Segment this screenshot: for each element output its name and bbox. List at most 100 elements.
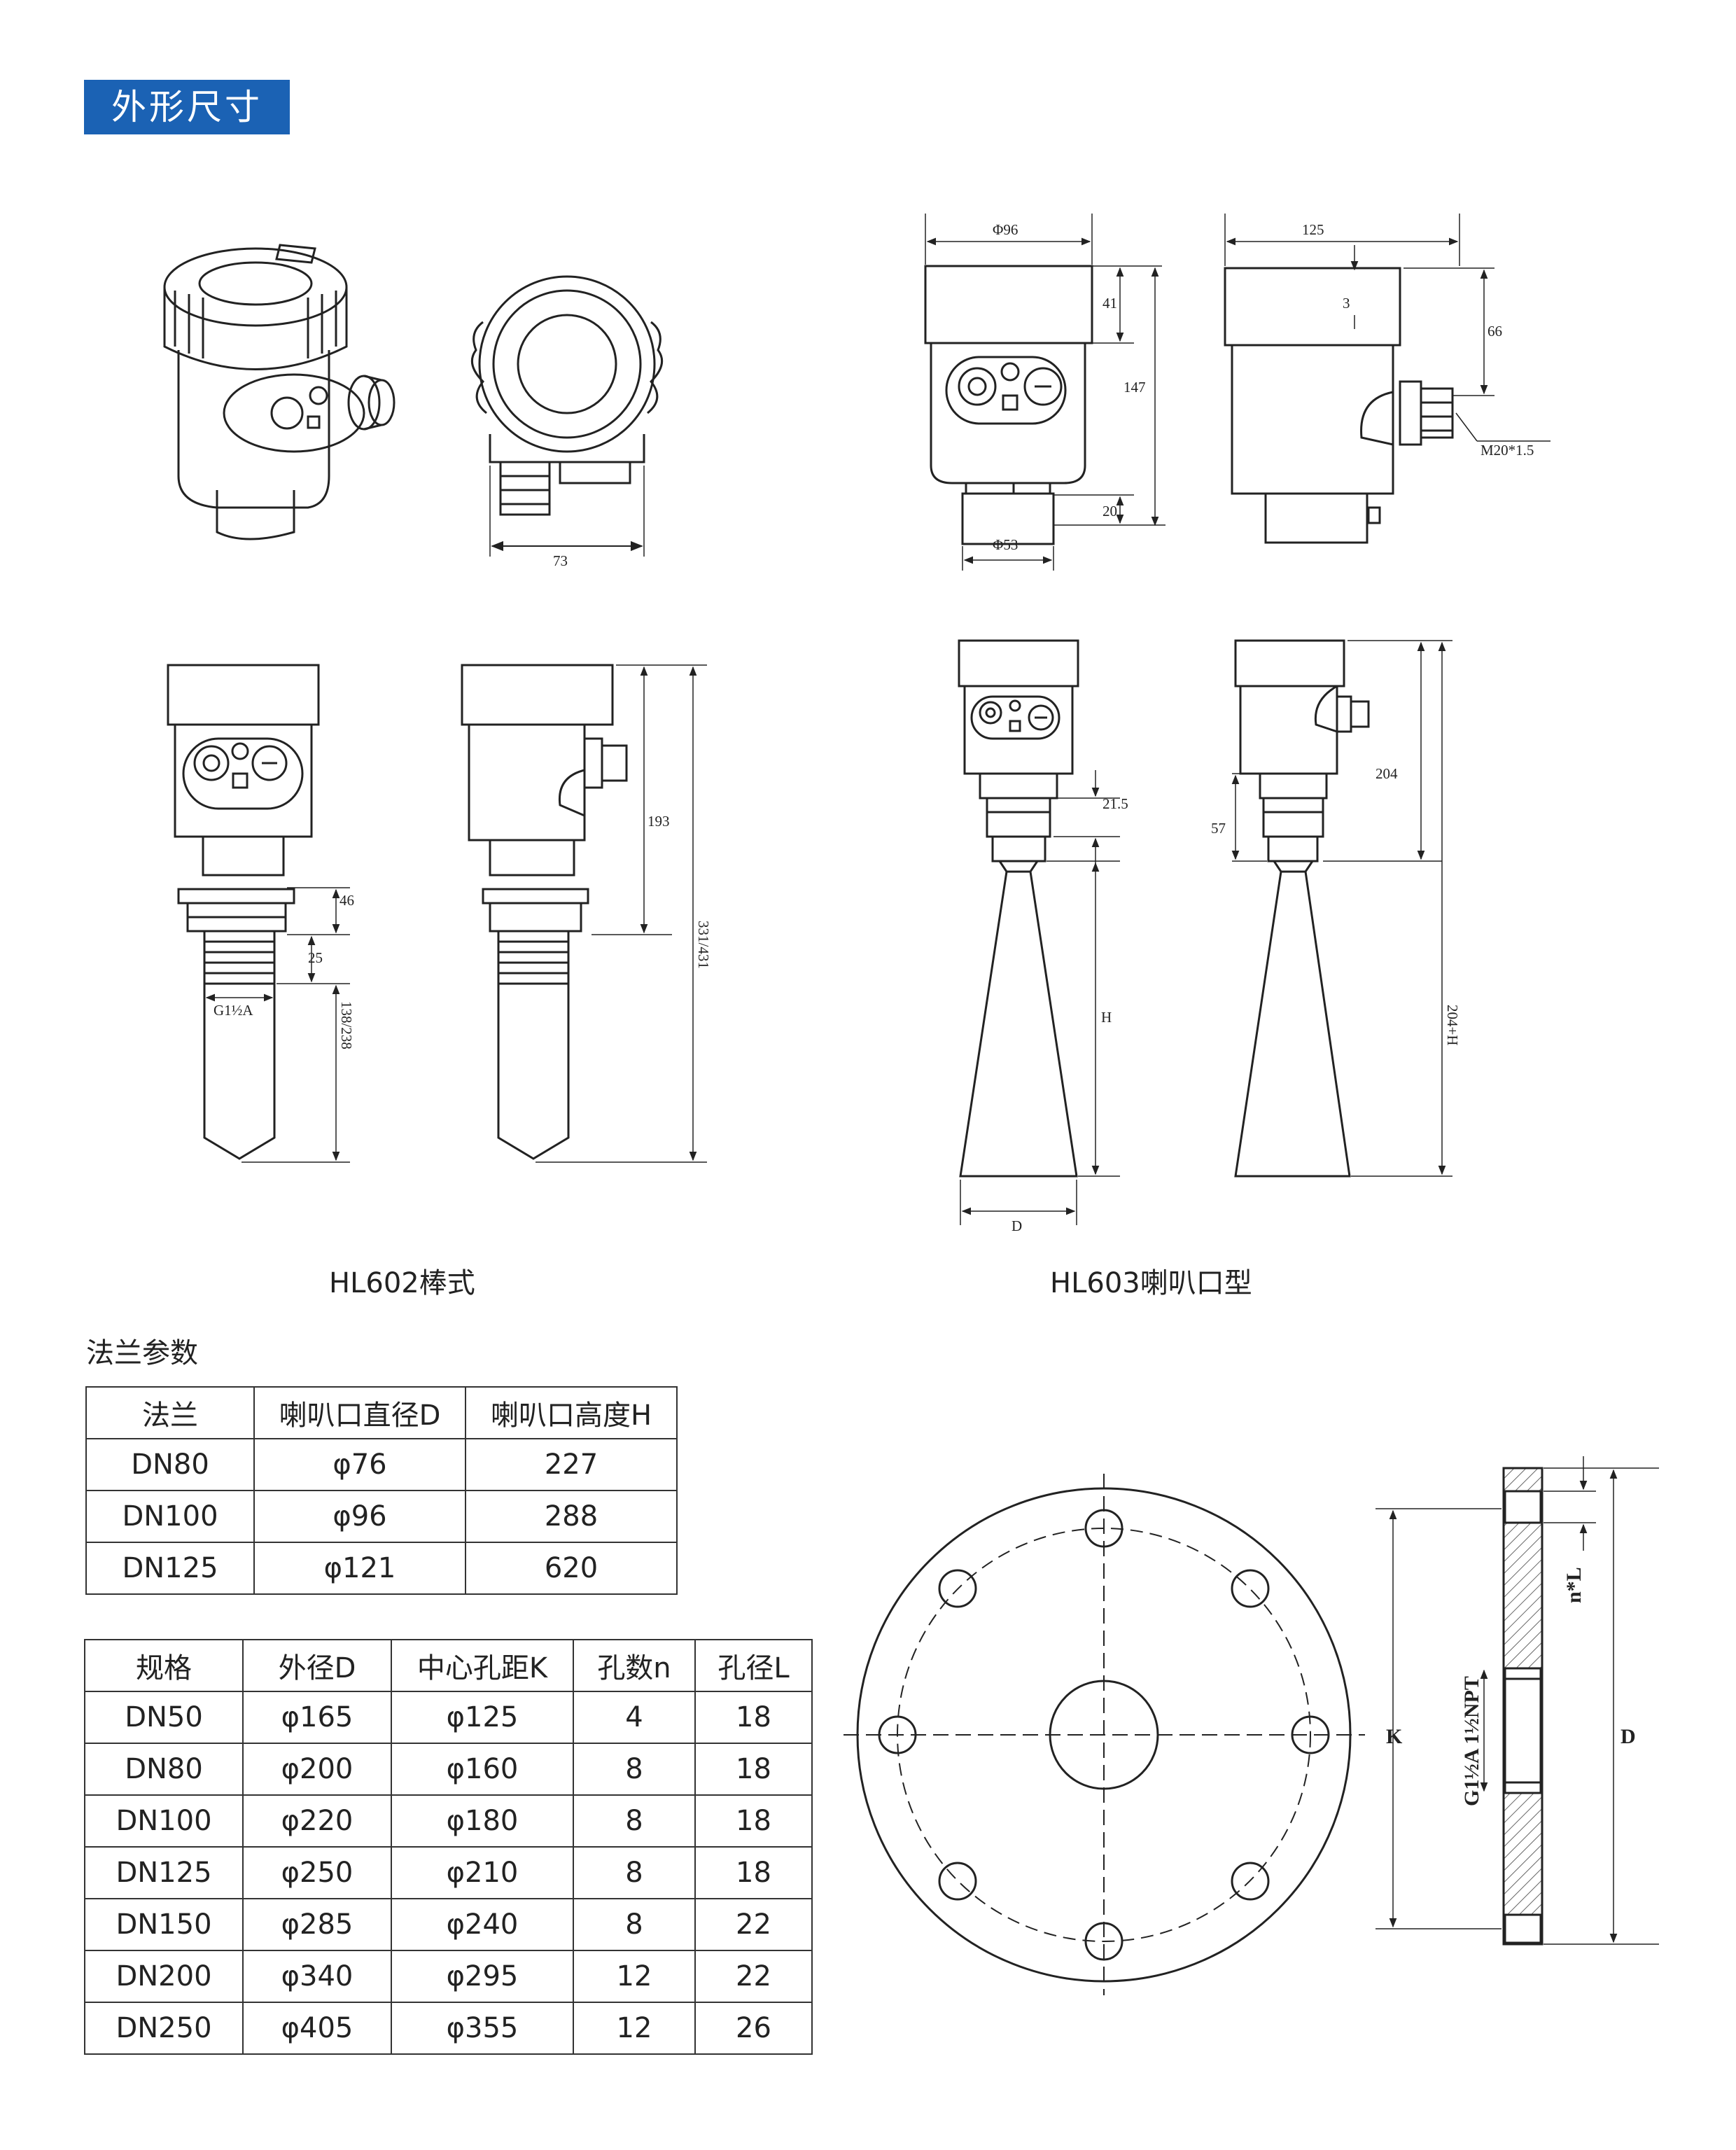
table-cell: 12 [573, 1950, 696, 2003]
table-cell: DN200 [84, 1950, 244, 2003]
table-cell: 288 [465, 1490, 678, 1543]
table-cell: 8 [573, 1743, 696, 1796]
table-cell: φ96 [253, 1490, 466, 1543]
table-cell: φ355 [391, 2002, 574, 2055]
table-header-cell: 外径D [242, 1639, 392, 1692]
table-cell: φ240 [391, 1898, 574, 1951]
flange-front-drawing [844, 1474, 1365, 1995]
dim-head-depth: 125 [1302, 221, 1324, 238]
table-row: DN100 φ96 288 [85, 1490, 678, 1543]
flange-section-drawing [1502, 1467, 1544, 1946]
table-cell: φ250 [242, 1846, 392, 1899]
hl603-side-drawing [1234, 639, 1370, 1178]
table-cell: 4 [573, 1691, 696, 1744]
housing-front-view-drawing [470, 275, 664, 557]
flange-table: 规格 外径D 中心孔距K 孔数n 孔径L DN50 φ165 φ125 4 18… [84, 1639, 813, 2055]
table-cell: DN100 [84, 1794, 244, 1848]
table-cell: 22 [694, 1950, 813, 2003]
table-cell: DN80 [84, 1743, 244, 1796]
table-cell: φ340 [242, 1950, 392, 2003]
table-cell: 620 [465, 1542, 678, 1595]
table-row: DN200 φ340 φ295 12 22 [84, 1950, 813, 2003]
housing-side-view-drawing [1224, 267, 1454, 544]
table-cell: φ405 [242, 2002, 392, 2055]
table-header-cell: 喇叭口高度H [465, 1386, 678, 1439]
dim-neck-height: 20 [1102, 503, 1117, 519]
dim-horn-D: D [1011, 1217, 1022, 1234]
table-cell: DN80 [85, 1438, 255, 1491]
table-header-row: 法兰 喇叭口直径D 喇叭口高度H [85, 1386, 678, 1439]
dim-body-height: 147 [1124, 379, 1146, 396]
table-header-cell: 规格 [84, 1639, 244, 1692]
table-cell: DN125 [85, 1542, 255, 1595]
table-cell: φ285 [242, 1898, 392, 1951]
table-cell: 26 [694, 2002, 813, 2055]
dim-flange-nL: n*L [1562, 1567, 1586, 1603]
table-row: DN250 φ405 φ355 12 26 [84, 2002, 813, 2055]
table-cell: DN100 [85, 1490, 255, 1543]
table-cell: 12 [573, 2002, 696, 2055]
dim-rod-nut: 46 [340, 892, 354, 909]
table-cell: φ121 [253, 1542, 466, 1595]
table-cell: DN50 [84, 1691, 244, 1744]
table-row: DN80 φ76 227 [85, 1438, 678, 1491]
table-header-cell: 中心孔距K [391, 1639, 574, 1692]
table-cell: 18 [694, 1743, 813, 1796]
caption-hl602: HL602棒式 [329, 1267, 475, 1299]
dim-rod-length: 138/238 [338, 1001, 355, 1049]
dim-rod-total: 331/431 [695, 921, 712, 969]
table-header-cell: 法兰 [85, 1386, 255, 1439]
dim-horn-total: 204+H [1444, 1005, 1461, 1046]
table-cell: DN250 [84, 2002, 244, 2055]
dim-wall: 3 [1343, 295, 1350, 312]
dim-neck-dia: Φ53 [993, 536, 1018, 553]
dim-head-dia: Φ96 [993, 221, 1018, 238]
table-row: DN100 φ220 φ180 8 18 [84, 1794, 813, 1848]
table-cell: 227 [465, 1438, 678, 1491]
table-cell: 8 [573, 1898, 696, 1951]
dim-flange-D: D [1620, 1725, 1636, 1748]
hl602-side-drawing [461, 664, 628, 1160]
table-cell: DN150 [84, 1898, 244, 1951]
hl603-front-drawing [958, 639, 1079, 1178]
table-header-row: 规格 外径D 中心孔距K 孔数n 孔径L [84, 1639, 813, 1692]
table-cell: φ76 [253, 1438, 466, 1491]
dim-rod-head: 193 [648, 813, 670, 830]
table-cell: 18 [694, 1794, 813, 1848]
table-cell: φ220 [242, 1794, 392, 1848]
dim-horn-neck: 21.5 [1102, 795, 1128, 812]
dim-rod-thread: G1½A [214, 1002, 253, 1019]
table-cell: φ165 [242, 1691, 392, 1744]
table-row: DN125 φ250 φ210 8 18 [84, 1846, 813, 1899]
dim-horn-H: H [1101, 1009, 1112, 1026]
table-cell: 22 [694, 1898, 813, 1951]
dim-flange-K: K [1386, 1725, 1403, 1748]
table-cell: φ125 [391, 1691, 574, 1744]
table-cell: 8 [573, 1846, 696, 1899]
table-cell: φ295 [391, 1950, 574, 2003]
horn-table: 法兰 喇叭口直径D 喇叭口高度H DN80 φ76 227 DN100 φ96 … [85, 1386, 678, 1595]
table-cell: 18 [694, 1846, 813, 1899]
dim-gland-height: 66 [1488, 323, 1502, 340]
table-header-cell: 喇叭口直径D [253, 1386, 466, 1439]
table-cell: φ200 [242, 1743, 392, 1796]
table-cell: DN125 [84, 1846, 244, 1899]
housing-perspective-drawing [163, 244, 396, 540]
table-cell: 18 [694, 1691, 813, 1744]
dim-front-width: 73 [553, 552, 568, 569]
table-row: DN50 φ165 φ125 4 18 [84, 1691, 813, 1744]
housing-front-dims-drawing [924, 265, 1093, 545]
dim-horn-head: 204 [1376, 765, 1398, 782]
page-title: 外形尺寸 [84, 80, 290, 134]
table-row: DN125 φ121 620 [85, 1542, 678, 1595]
table-cell: φ160 [391, 1743, 574, 1796]
dim-cap-height: 41 [1102, 295, 1117, 312]
table-row: DN80 φ200 φ160 8 18 [84, 1743, 813, 1796]
table-cell: φ180 [391, 1794, 574, 1848]
dim-rod-thread-len: 25 [308, 949, 323, 966]
caption-hl603: HL603喇叭口型 [1050, 1267, 1252, 1299]
hl602-front-drawing [167, 664, 320, 1160]
table-row: DN150 φ285 φ240 8 22 [84, 1898, 813, 1951]
table-header-cell: 孔数n [573, 1639, 696, 1692]
